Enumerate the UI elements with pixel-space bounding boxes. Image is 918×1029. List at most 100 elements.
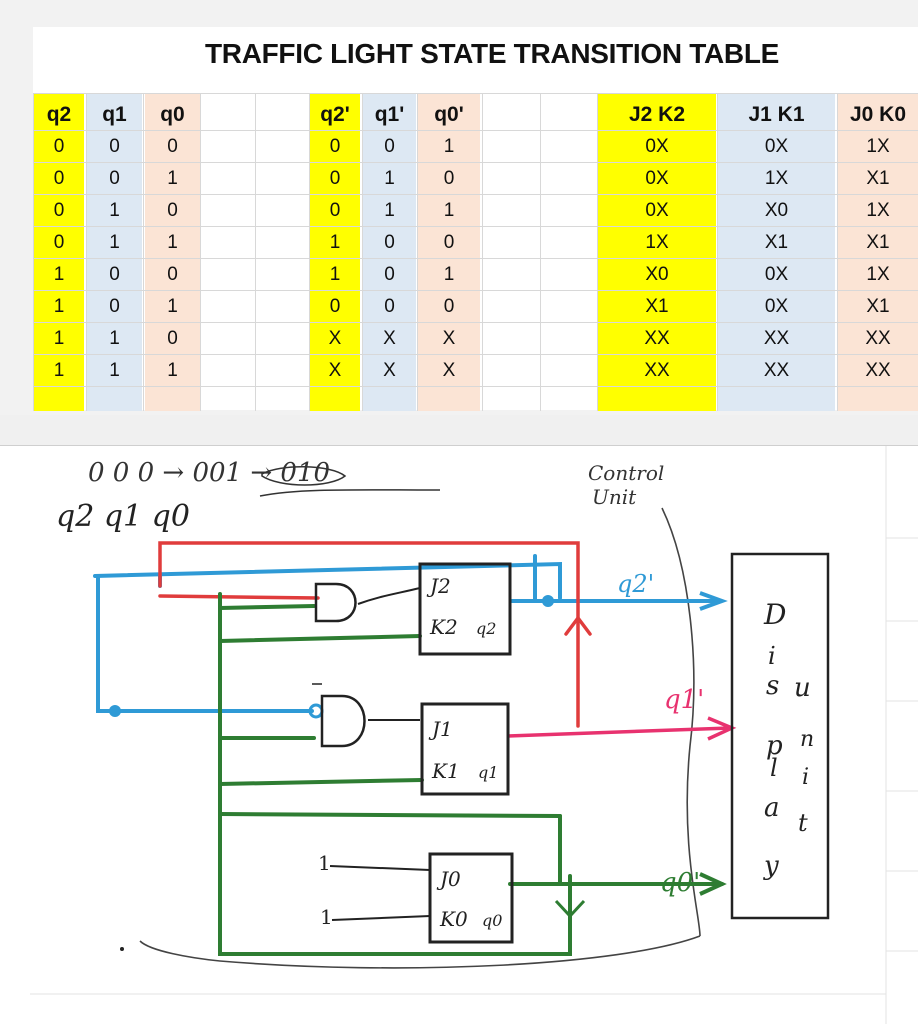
display-letter: s bbox=[766, 671, 779, 701]
const-input-j0: 1 bbox=[318, 851, 331, 875]
grid-vline bbox=[255, 93, 256, 411]
table-cell: 0 bbox=[167, 200, 178, 221]
table-cell: XX bbox=[763, 328, 790, 349]
table-cell: 0X bbox=[764, 296, 789, 317]
table-cell: 0X bbox=[645, 200, 669, 221]
table-cell: XX bbox=[865, 360, 891, 381]
table-cell: 0 bbox=[109, 264, 120, 285]
table-cell: 0 bbox=[53, 168, 65, 189]
table-cell: X bbox=[328, 360, 342, 381]
ff0-j-label: J0 bbox=[436, 867, 461, 891]
table-cell: 0 bbox=[329, 136, 341, 157]
const-input-k0: 1 bbox=[320, 905, 333, 929]
table-cell: 1 bbox=[109, 232, 120, 253]
grid-vline bbox=[86, 93, 87, 411]
table-cell: 0 bbox=[443, 296, 455, 317]
state-vars-label: q2 q1 q0 bbox=[56, 499, 190, 534]
control-unit-boundary-bottom bbox=[139, 935, 701, 969]
grid-vline bbox=[33, 93, 34, 411]
grid-vline bbox=[200, 93, 201, 411]
table-cell: 0 bbox=[53, 200, 65, 221]
table-cell: 0 bbox=[329, 296, 341, 317]
grid-hline bbox=[33, 93, 918, 94]
grid-hline bbox=[33, 322, 918, 323]
table-cell: 1 bbox=[53, 296, 65, 317]
display-unit-letters: D i s p l a y u n i t bbox=[763, 598, 814, 881]
and-gate-middle bbox=[320, 694, 366, 748]
ff2-k-label: K2 bbox=[429, 615, 458, 639]
table-cell: 0 bbox=[167, 328, 178, 349]
table-cell: 1 bbox=[109, 360, 120, 381]
table-cell: 0 bbox=[443, 168, 455, 189]
column-band bbox=[598, 93, 716, 411]
control-unit-label-2: Unit bbox=[592, 485, 637, 509]
unit-letter: i bbox=[802, 765, 809, 790]
display-letter: a bbox=[764, 793, 780, 823]
table-cell: 0X bbox=[645, 168, 669, 189]
unit-letter: u bbox=[794, 673, 811, 703]
ff1-k-label: K1 bbox=[431, 759, 460, 783]
table-cell: X bbox=[383, 360, 396, 381]
grid-vline bbox=[717, 93, 718, 411]
and-gate-top bbox=[314, 582, 357, 623]
column-header: q2 bbox=[46, 103, 72, 126]
table-cell: 1X bbox=[764, 168, 789, 189]
grid-hline bbox=[33, 130, 918, 131]
table-cell: 0 bbox=[167, 264, 178, 285]
table-cell: X1 bbox=[866, 232, 890, 253]
column-band bbox=[363, 93, 416, 411]
grid-hline bbox=[33, 226, 918, 227]
pen-dot bbox=[120, 947, 124, 951]
grid-hline bbox=[33, 386, 918, 387]
circuit-sketch-svg: 0 0 0 → 001 → 010 q2 q1 q0 Control Unit … bbox=[30, 446, 918, 1024]
table-cell: 0 bbox=[384, 264, 395, 285]
underline-mark bbox=[259, 489, 441, 497]
green-wires bbox=[218, 592, 724, 956]
table-cell: 1 bbox=[167, 360, 178, 381]
display-letter: p bbox=[766, 731, 783, 761]
table-cell: 0 bbox=[329, 168, 341, 189]
pink-wire bbox=[507, 726, 731, 738]
table-cell: X bbox=[383, 328, 396, 349]
table-cell: X1 bbox=[866, 296, 890, 317]
output-q2-label: q2' bbox=[617, 570, 654, 598]
column-band bbox=[418, 93, 480, 411]
flipflop-1 bbox=[420, 702, 510, 796]
table-cell: 1X bbox=[866, 136, 890, 157]
table-cell: 0 bbox=[443, 232, 455, 253]
table-cell: 1 bbox=[109, 200, 120, 221]
column-band bbox=[838, 93, 918, 411]
grid-vline bbox=[597, 93, 598, 411]
flipflop-2 bbox=[418, 562, 512, 656]
table-cell: 0 bbox=[384, 136, 395, 157]
ff0-k-label: K0 bbox=[439, 907, 468, 931]
table-cell: 0 bbox=[384, 296, 395, 317]
table-cell: 0 bbox=[109, 136, 120, 157]
table-cell: X bbox=[328, 328, 342, 349]
column-band bbox=[87, 93, 142, 411]
table-cell: 1 bbox=[53, 328, 65, 349]
table-cell: 1 bbox=[384, 168, 395, 189]
table-cell: 1X bbox=[866, 264, 890, 285]
table-cell: X0 bbox=[645, 264, 669, 285]
table-cell: 1 bbox=[53, 264, 65, 285]
junction-dot bbox=[109, 705, 121, 717]
display-letter: l bbox=[770, 754, 778, 782]
table-cell: 0 bbox=[109, 296, 120, 317]
column-header: q0 bbox=[160, 103, 185, 126]
table-cell: 1 bbox=[329, 264, 341, 285]
column-band bbox=[718, 93, 835, 411]
table-cell: X bbox=[442, 328, 456, 349]
table-cell: 0 bbox=[53, 232, 65, 253]
table-cell: 1 bbox=[384, 200, 395, 221]
grid-hline bbox=[33, 290, 918, 291]
column-header: q1' bbox=[374, 103, 405, 126]
unit-letter: t bbox=[798, 809, 808, 837]
section-separator bbox=[0, 415, 918, 445]
display-unit-box bbox=[730, 552, 830, 920]
table-cell: 0 bbox=[329, 200, 341, 221]
table-cell: 1X bbox=[866, 200, 890, 221]
control-unit-label-1: Control bbox=[588, 461, 664, 485]
separator-line bbox=[0, 445, 918, 446]
grid-vline bbox=[143, 93, 144, 411]
